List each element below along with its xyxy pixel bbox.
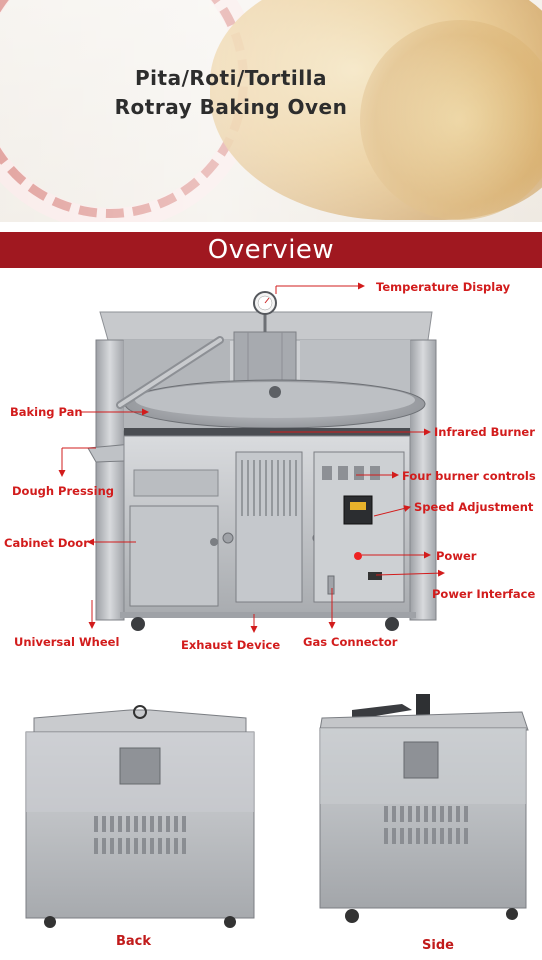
label-infrared-burner: Infrared Burner xyxy=(434,425,535,439)
label-dough-pressing: Dough Pressing xyxy=(12,484,115,498)
hero-image xyxy=(0,0,542,222)
label-gas-connector: Gas Connector xyxy=(303,635,398,649)
label-four-burner-controls: Four burner controls xyxy=(402,469,536,483)
label-baking-pan: Baking Pan xyxy=(10,405,83,419)
oven-front-image xyxy=(58,282,445,633)
hero-title-line2: Rotray Baking Oven xyxy=(114,95,348,119)
label-temperature-display: Temperature Display xyxy=(376,280,511,294)
oven-side-image xyxy=(319,694,529,923)
label-power-interface: Power Interface xyxy=(432,587,536,601)
label-exhaust-device: Exhaust Device xyxy=(181,638,281,652)
label-speed-adjustment: Speed Adjustment xyxy=(414,500,534,514)
overview-banner: Overview xyxy=(0,232,542,268)
hero-title-line1: Pita/Roti/Tortilla xyxy=(135,66,327,90)
label-cabinet-door: Cabinet Door xyxy=(4,536,89,550)
caption-back: Back xyxy=(116,934,152,949)
label-power: Power xyxy=(436,549,477,563)
label-universal-wheel: Universal Wheel xyxy=(14,635,120,649)
hero-title: Pita/Roti/Tortilla Rotray Baking Oven xyxy=(86,64,376,122)
oven-back-image xyxy=(25,705,255,928)
caption-side: Side xyxy=(422,938,454,953)
